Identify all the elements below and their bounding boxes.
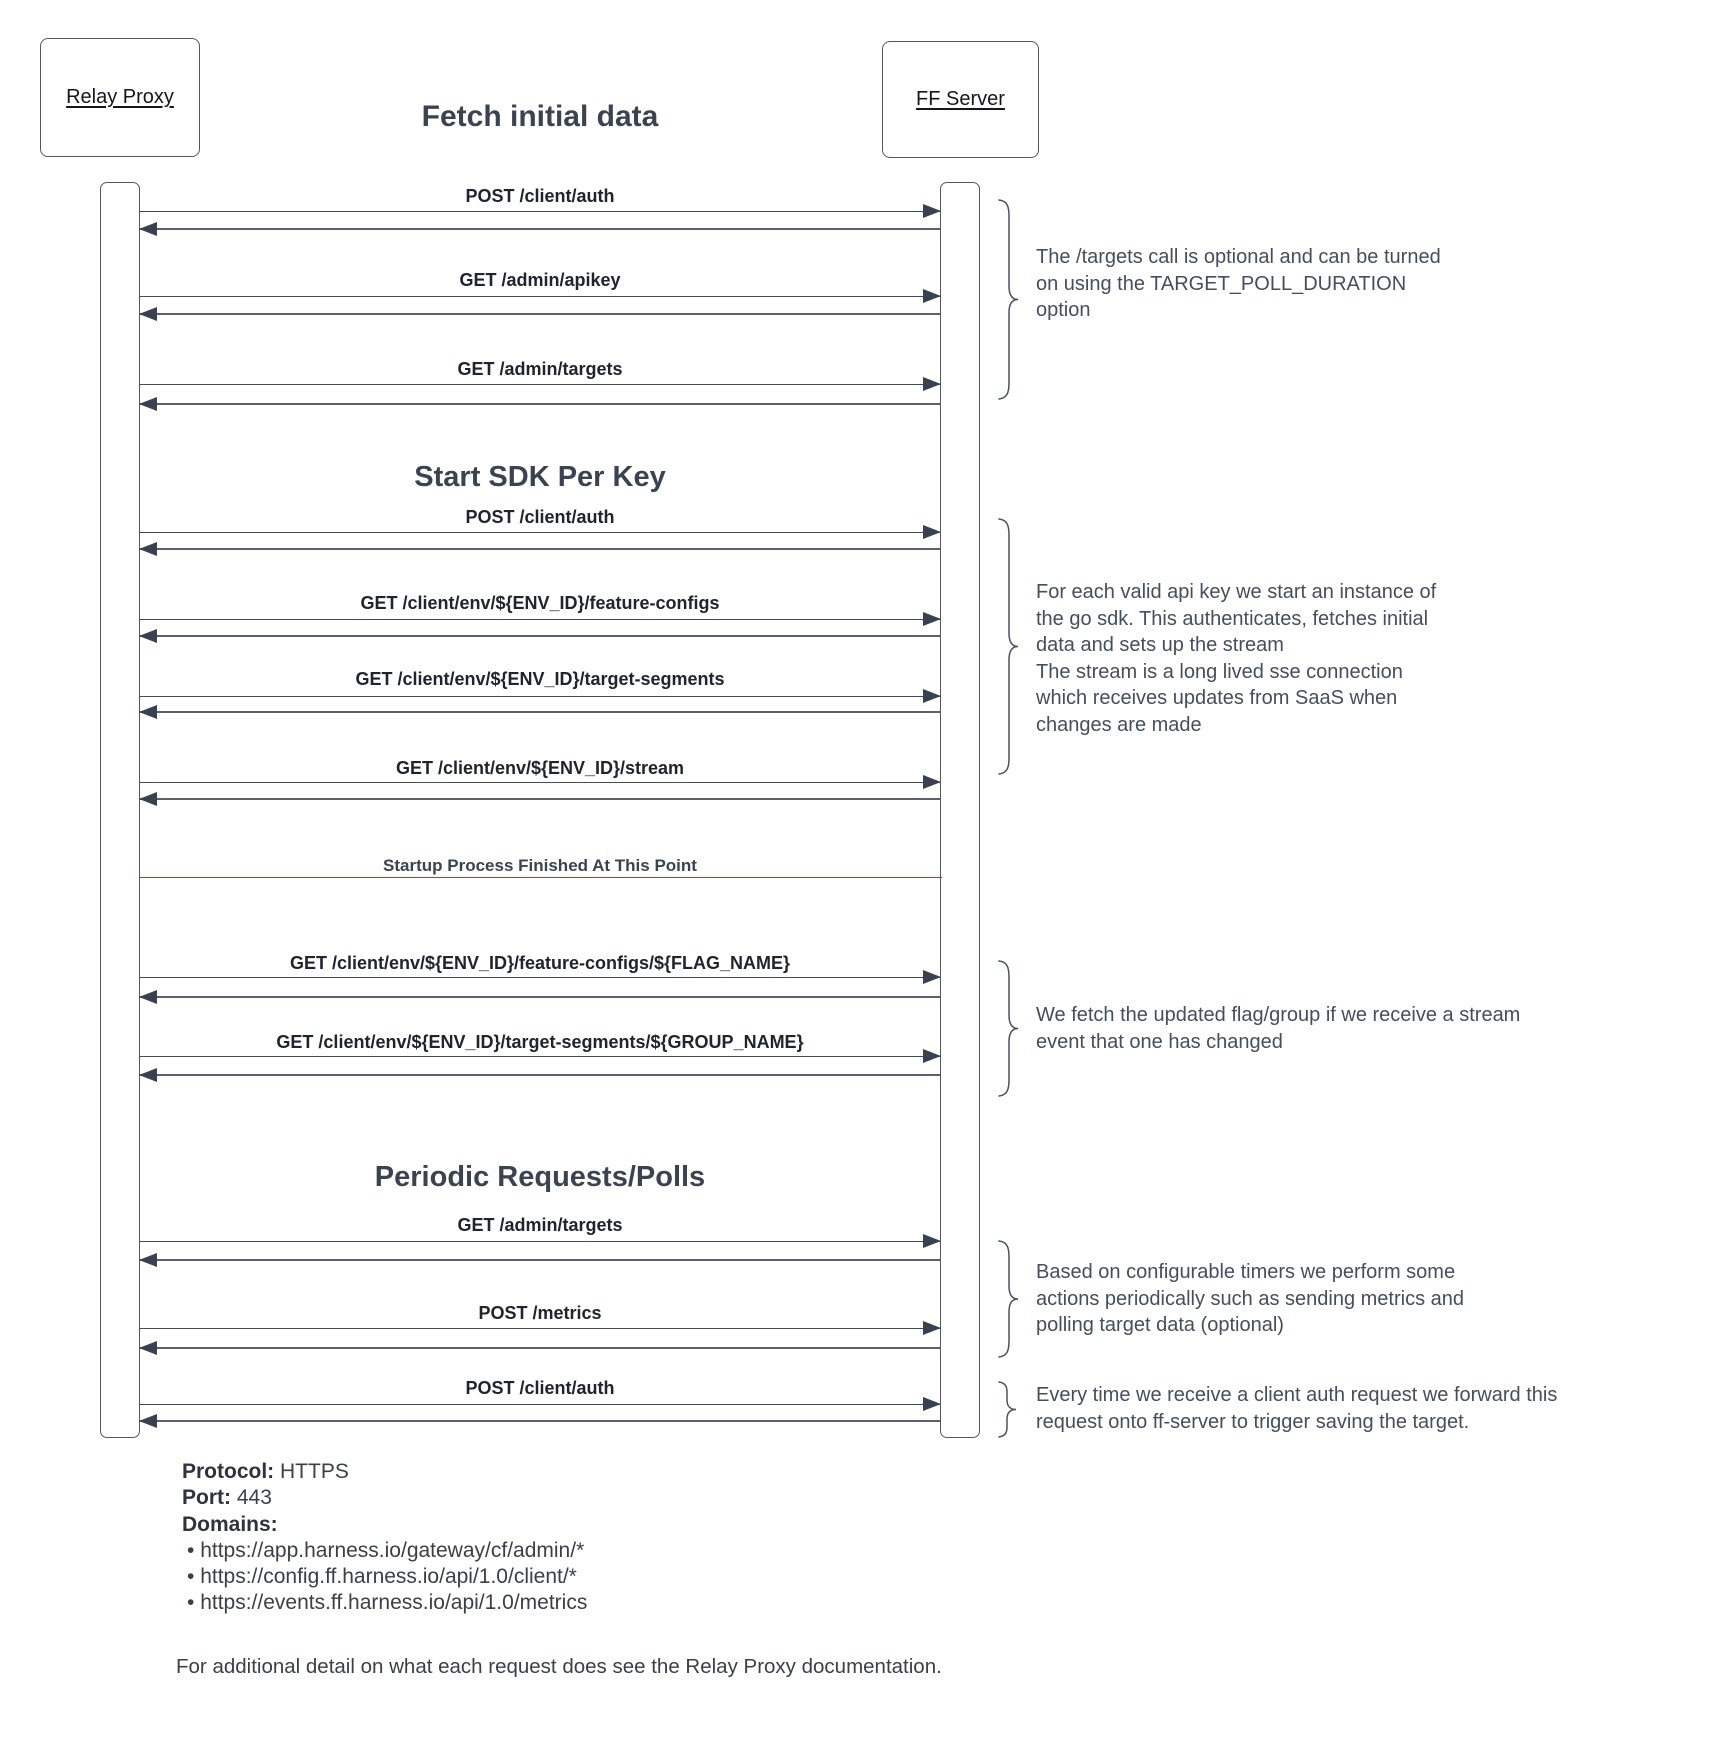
arrowhead-right-icon bbox=[923, 1049, 941, 1063]
protocol-value: HTTPS bbox=[280, 1460, 349, 1483]
request-arrow bbox=[140, 1321, 941, 1335]
annotation-sdk-instance: For each valid api key we start an insta… bbox=[1036, 581, 1437, 736]
request-arrow bbox=[140, 525, 941, 539]
request-arrow bbox=[140, 289, 941, 303]
lifeline-relay-proxy bbox=[100, 182, 140, 1438]
message-label: GET /admin/targets bbox=[457, 1215, 623, 1235]
request-arrow bbox=[140, 1234, 941, 1248]
message-label: GET /client/env/${ENV_ID}/feature-config… bbox=[360, 593, 720, 613]
annotation-fetch-updated: We fetch the updated flag/group if we re… bbox=[1036, 1004, 1521, 1053]
brace-icon bbox=[998, 960, 1019, 1097]
annotation-client-auth-forward: Every time we receive a client auth requ… bbox=[1036, 1384, 1558, 1433]
section-title-periodic-requests: Periodic Requests/Polls bbox=[374, 1161, 706, 1193]
message-label: POST /client/auth bbox=[465, 1378, 615, 1398]
arrowhead-left-icon bbox=[139, 306, 157, 321]
response-arrow bbox=[139, 221, 940, 236]
protocol-label: Protocol: bbox=[182, 1460, 275, 1483]
response-arrow bbox=[139, 989, 940, 1004]
arrowhead-left-icon bbox=[139, 791, 157, 806]
request-arrow bbox=[140, 689, 941, 703]
startup-divider-label: Startup Process Finished At This Point bbox=[383, 856, 697, 875]
message-label: GET /client/env/${ENV_ID}/feature-config… bbox=[289, 953, 791, 973]
actor-ff-server: FF Server bbox=[882, 41, 1039, 158]
arrowhead-left-icon bbox=[139, 541, 157, 556]
arrowhead-right-icon bbox=[923, 204, 941, 218]
arrowhead-right-icon bbox=[923, 525, 941, 539]
response-arrow bbox=[139, 306, 940, 321]
arrowhead-right-icon bbox=[923, 289, 941, 303]
response-arrow bbox=[139, 541, 940, 556]
arrowhead-right-icon bbox=[923, 970, 941, 984]
response-arrow bbox=[139, 1067, 940, 1082]
request-arrow bbox=[140, 1397, 941, 1411]
message-label: GET /client/env/${ENV_ID}/target-segment… bbox=[276, 1032, 804, 1052]
domain-item: https://events.ff.harness.io/api/1.0/met… bbox=[182, 1590, 587, 1616]
request-arrow bbox=[140, 970, 941, 984]
request-arrow bbox=[140, 612, 941, 626]
message-label: GET /admin/apikey bbox=[459, 270, 621, 290]
annotation-targets-optional: The /targets call is optional and can be… bbox=[1036, 246, 1441, 321]
connection-details: Protocol: HTTPS Port: 443 Domains: https… bbox=[182, 1459, 587, 1617]
arrowhead-right-icon bbox=[923, 775, 941, 789]
section-title-start-sdk-per-key: Start SDK Per Key bbox=[414, 461, 666, 493]
actor-ff-server-label: FF Server bbox=[916, 88, 1005, 110]
message-label: POST /client/auth bbox=[465, 186, 615, 206]
arrowhead-right-icon bbox=[923, 1321, 941, 1335]
message-label: POST /metrics bbox=[478, 1303, 602, 1323]
arrowhead-left-icon bbox=[139, 989, 157, 1004]
response-arrow bbox=[139, 396, 940, 411]
port-label: Port: bbox=[182, 1486, 231, 1510]
request-arrow bbox=[140, 204, 941, 218]
response-arrow bbox=[139, 791, 940, 806]
arrowhead-left-icon bbox=[139, 1252, 157, 1267]
response-arrow bbox=[139, 704, 940, 719]
arrowhead-left-icon bbox=[139, 1340, 157, 1355]
lifeline-ff-server bbox=[940, 182, 980, 1438]
actor-relay-proxy: Relay Proxy bbox=[40, 38, 200, 157]
port-value: 443 bbox=[236, 1486, 272, 1510]
arrowhead-left-icon bbox=[139, 1067, 157, 1082]
domains-label: Domains: bbox=[182, 1512, 278, 1536]
arrowhead-left-icon bbox=[139, 704, 157, 719]
brace-icon bbox=[998, 1381, 1017, 1438]
startup-divider-line bbox=[140, 877, 942, 878]
arrowhead-left-icon bbox=[139, 396, 157, 411]
brace-icon bbox=[998, 518, 1019, 775]
arrowhead-right-icon bbox=[923, 1397, 941, 1411]
brace-icon bbox=[998, 199, 1019, 400]
domains-label-row: Domains: bbox=[182, 1512, 587, 1538]
protocol-row: Protocol: HTTPS bbox=[182, 1459, 587, 1485]
arrowhead-right-icon bbox=[923, 612, 941, 626]
message-label: GET /admin/targets bbox=[457, 359, 623, 379]
response-arrow bbox=[139, 1340, 940, 1355]
response-arrow bbox=[139, 1413, 940, 1428]
arrowhead-right-icon bbox=[923, 689, 941, 703]
message-label: POST /client/auth bbox=[465, 507, 615, 527]
annotation-periodic-timers: Based on configurable timers we perform … bbox=[1036, 1261, 1464, 1336]
section-title-fetch-initial-data: Fetch initial data bbox=[421, 100, 659, 133]
arrowhead-left-icon bbox=[139, 628, 157, 643]
arrowhead-right-icon bbox=[923, 377, 941, 391]
request-arrow bbox=[140, 1049, 941, 1063]
arrowhead-right-icon bbox=[923, 1234, 941, 1248]
domain-item: https://app.harness.io/gateway/cf/admin/… bbox=[182, 1538, 587, 1564]
actor-relay-proxy-label: Relay Proxy bbox=[66, 86, 174, 108]
request-arrow bbox=[140, 377, 941, 391]
response-arrow bbox=[139, 1252, 940, 1267]
message-label: GET /client/env/${ENV_ID}/stream bbox=[395, 758, 685, 778]
footer-note: For additional detail on what each reque… bbox=[176, 1655, 942, 1678]
domain-item: https://config.ff.harness.io/api/1.0/cli… bbox=[182, 1564, 587, 1590]
request-arrow bbox=[140, 775, 941, 789]
response-arrow bbox=[139, 628, 940, 643]
arrowhead-left-icon bbox=[139, 1413, 157, 1428]
arrowhead-left-icon bbox=[139, 221, 157, 236]
message-label: GET /client/env/${ENV_ID}/target-segment… bbox=[355, 669, 725, 689]
port-row: Port: 443 bbox=[182, 1485, 587, 1511]
brace-icon bbox=[998, 1240, 1019, 1358]
